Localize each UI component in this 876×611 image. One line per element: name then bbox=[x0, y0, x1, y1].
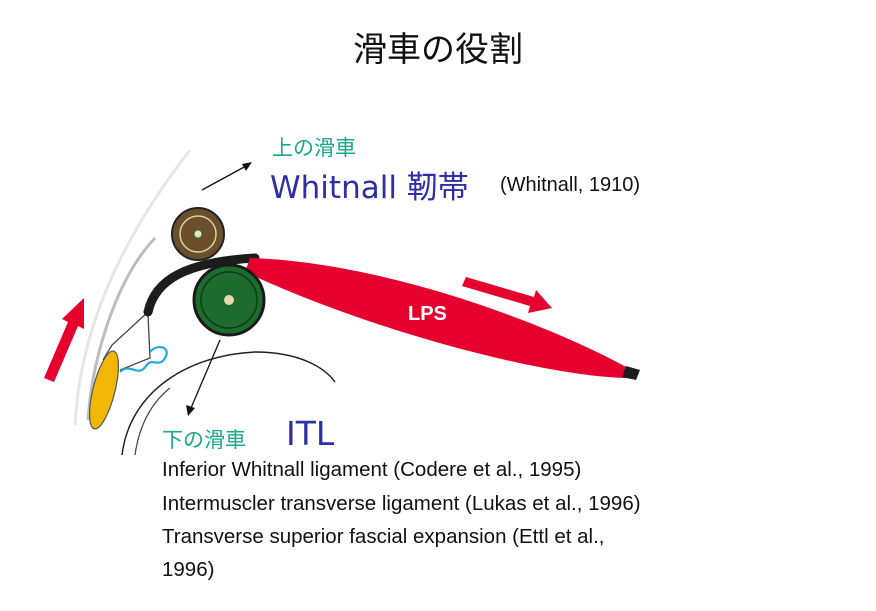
levator-band bbox=[143, 253, 260, 317]
lower-pointer-line bbox=[190, 339, 221, 409]
lps-label: LPS bbox=[408, 303, 447, 325]
upper-pointer-line bbox=[201, 165, 247, 191]
lower-pulley-axle bbox=[224, 295, 234, 305]
rightward-red-arrow bbox=[462, 277, 552, 313]
reference-line: Intermuscler transverse ligament (Lukas … bbox=[162, 492, 641, 515]
itl-label: ITL bbox=[286, 414, 335, 453]
levator-aponeurosis-line bbox=[102, 311, 149, 361]
lps-tendon-end bbox=[622, 366, 640, 380]
lower-pulley-label: 下の滑車 bbox=[162, 428, 246, 452]
upper-pulley-label: 上の滑車 bbox=[272, 136, 356, 160]
lps-muscle bbox=[245, 258, 636, 379]
reference-line: Inferior Whitnall ligament (Codere et al… bbox=[162, 458, 582, 481]
lower-pointer-head bbox=[186, 405, 195, 416]
reference-line: Transverse superior fascial expansion (E… bbox=[162, 525, 605, 548]
septum-line bbox=[86, 236, 157, 421]
reference-line: 1996) bbox=[162, 558, 215, 581]
upward-red-arrow bbox=[44, 298, 84, 382]
tarsus-plate bbox=[88, 350, 120, 430]
slide-title: 滑車の役割 bbox=[353, 30, 523, 70]
vessel-squiggle bbox=[119, 346, 168, 373]
whitnall-citation: (Whitnall, 1910) bbox=[500, 174, 641, 196]
eyeball-arc bbox=[121, 351, 336, 456]
eyeball-inner-arc bbox=[134, 387, 171, 456]
upper-pulley-axle bbox=[193, 229, 203, 239]
upper-pulley-ring bbox=[179, 215, 217, 253]
orbit-outline bbox=[73, 149, 192, 426]
whitnall-ligament-label: Whitnall 靭帯 bbox=[270, 170, 469, 206]
muller-line bbox=[119, 314, 151, 371]
lower-pulley-ring bbox=[200, 271, 258, 329]
upper-pointer-head bbox=[242, 162, 252, 171]
